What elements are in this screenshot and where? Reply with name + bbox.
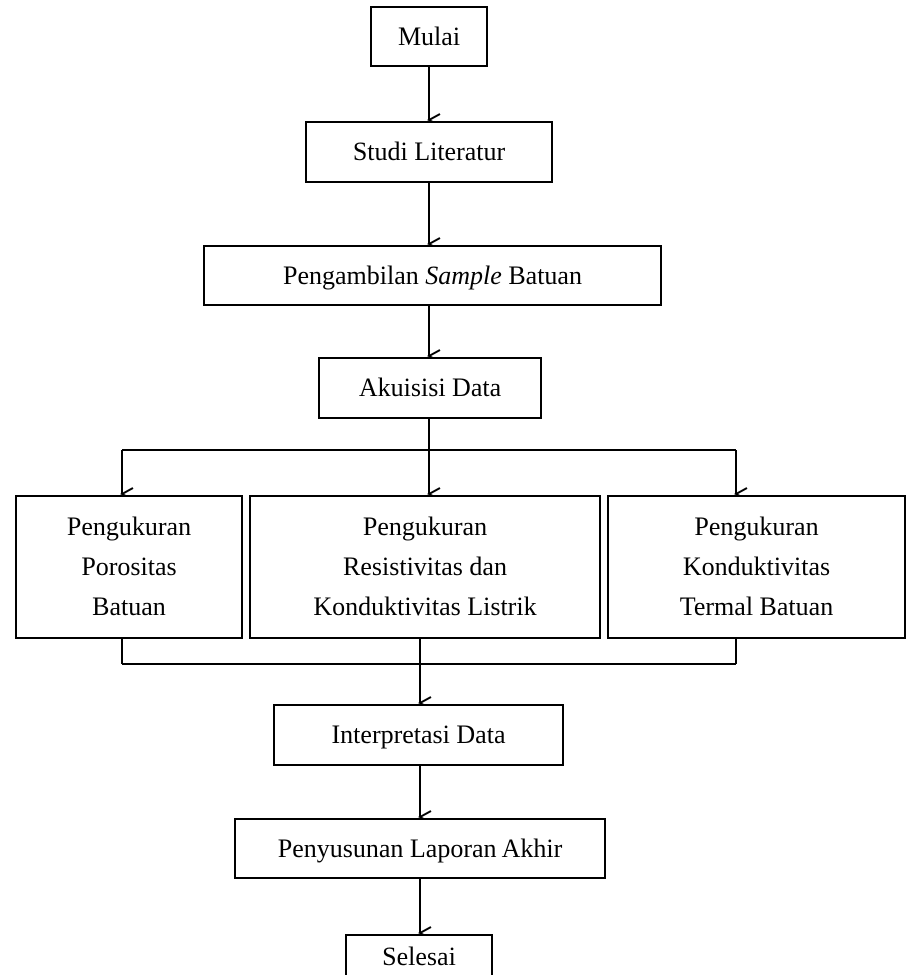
thermal-line-2: Konduktivitas	[682, 552, 831, 581]
resistivity-line-3: Konduktivitas Listrik	[313, 592, 537, 621]
sampling-label-prefix: Pengambilan	[283, 260, 419, 290]
sampling-label: Pengambilan Sample Batuan	[283, 260, 582, 292]
resistivity-measurement-node: Pengukuran Resistivitas dan Konduktivita…	[249, 495, 601, 639]
end-node: Selesai	[345, 934, 493, 975]
thermal-line-1: Pengukuran	[694, 512, 819, 541]
start-label: Mulai	[397, 21, 461, 51]
porosity-line-2: Porositas	[81, 552, 177, 581]
porosity-measurement-node: Pengukuran Porositas Batuan	[15, 495, 243, 639]
end-label: Selesai	[382, 941, 456, 971]
start-node: Mulai	[370, 6, 488, 67]
data-interpretation-label: Interpretasi Data	[331, 720, 506, 749]
final-report-node: Penyusunan Laporan Akhir	[234, 818, 606, 879]
porosity-line-1: Pengukuran	[66, 512, 192, 541]
data-acquisition-label: Akuisisi Data	[358, 373, 502, 402]
sampling-label-suffix: Batuan	[508, 260, 582, 290]
literature-study-label: Studi Literatur	[352, 137, 506, 166]
resistivity-line-2: Resistivitas dan	[343, 552, 507, 581]
data-acquisition-node: Akuisisi Data	[318, 357, 542, 419]
thermal-measurement-node: Pengukuran Konduktivitas Termal Batuan	[607, 495, 906, 639]
final-report-label: Penyusunan Laporan Akhir	[277, 833, 563, 863]
porosity-line-3: Batuan	[92, 592, 166, 621]
sampling-label-emphasis: Sample	[425, 260, 502, 290]
thermal-line-3: Termal Batuan	[679, 592, 834, 621]
resistivity-line-1: Pengukuran	[362, 512, 488, 541]
literature-study-node: Studi Literatur	[305, 121, 553, 183]
sampling-node: Pengambilan Sample Batuan	[203, 245, 662, 306]
data-interpretation-node: Interpretasi Data	[273, 704, 564, 766]
